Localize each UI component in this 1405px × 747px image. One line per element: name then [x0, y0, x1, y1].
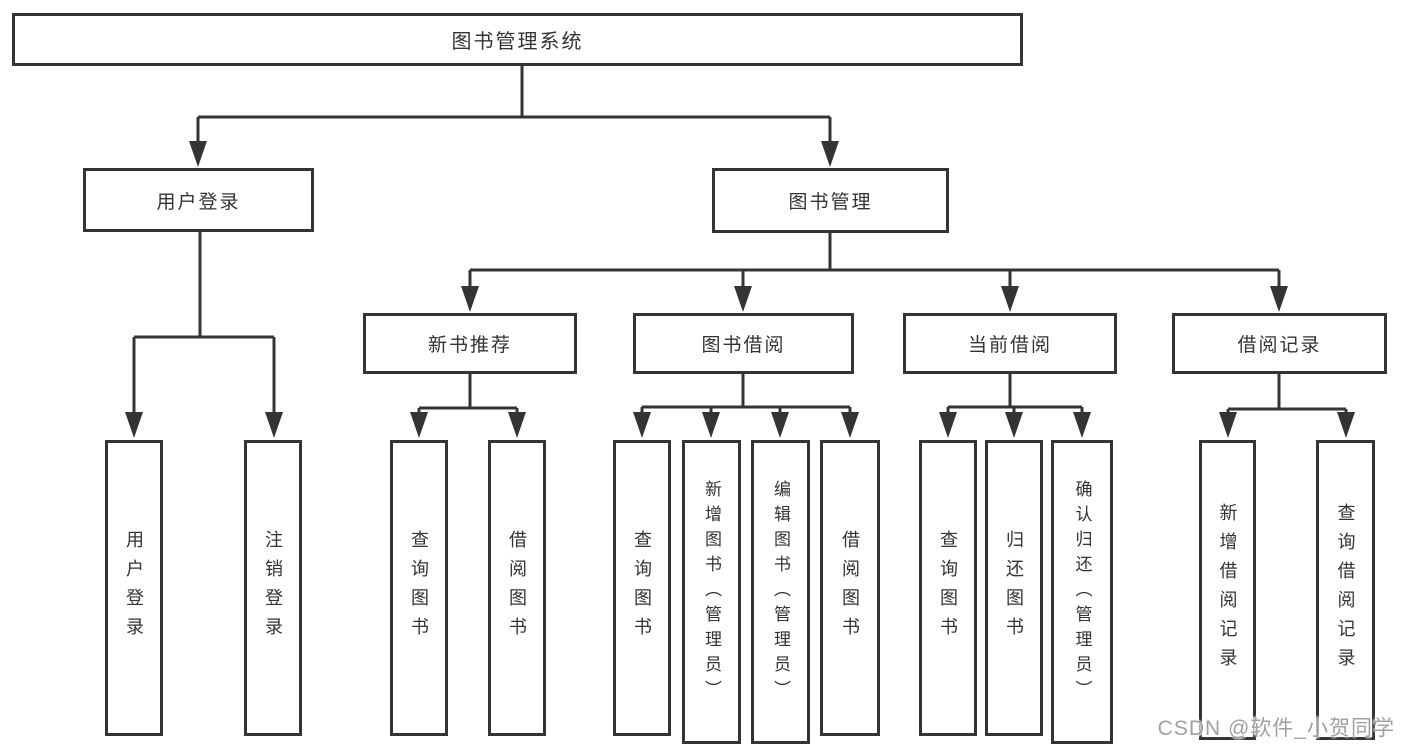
arrow-down-icon	[939, 412, 957, 438]
node-new-book-recommend: 新书推荐	[363, 313, 577, 374]
arrow-down-icon	[265, 412, 283, 438]
arrow-down-icon	[125, 412, 143, 438]
leaf-borrow-books: 借阅图书	[820, 440, 880, 736]
arrow-down-icon	[1005, 412, 1023, 438]
arrow-down-icon	[1001, 286, 1019, 312]
arrow-down-icon	[771, 412, 789, 438]
leaf-borrow-books-recommend: 借阅图书	[488, 440, 546, 736]
leaf-confirm-return-admin: 确认归还（管理员）	[1051, 440, 1113, 744]
connector-new-book-recommend	[417, 374, 519, 413]
connector-book-management	[468, 233, 1281, 287]
connector-borrowing-records	[1226, 374, 1348, 413]
arrow-down-icon	[841, 412, 859, 438]
leaf-query-books-current: 查询图书	[919, 440, 977, 736]
node-book-management: 图书管理	[712, 168, 949, 233]
node-borrowing-records: 借阅记录	[1172, 313, 1387, 374]
arrow-down-icon	[734, 286, 752, 312]
leaf-user-login: 用户登录	[105, 440, 163, 736]
arrow-down-icon	[189, 141, 207, 167]
node-user-login-branch: 用户登录	[83, 168, 314, 232]
arrow-down-icon	[461, 286, 479, 312]
leaf-return-books: 归还图书	[985, 440, 1043, 736]
leaf-logout: 注销登录	[244, 440, 302, 736]
arrow-down-icon	[821, 141, 839, 167]
leaf-query-borrow-record: 查询借阅记录	[1316, 440, 1375, 740]
connector-current-borrowing	[946, 374, 1084, 413]
connector-user-login	[132, 232, 276, 412]
arrow-down-icon	[702, 412, 720, 438]
node-root: 图书管理系统	[12, 13, 1023, 66]
leaf-add-borrow-record: 新增借阅记录	[1199, 440, 1256, 740]
connector-book-borrowing	[640, 374, 852, 413]
arrow-down-icon	[1073, 412, 1091, 438]
leaf-query-books-borrowing: 查询图书	[613, 440, 671, 736]
arrow-down-icon	[410, 412, 428, 438]
leaf-add-books-admin: 新增图书（管理员）	[682, 440, 741, 744]
arrow-down-icon	[1337, 412, 1355, 438]
leaf-query-books-recommend: 查询图书	[390, 440, 448, 736]
arrow-down-icon	[1270, 286, 1288, 312]
leaf-edit-books-admin: 编辑图书（管理员）	[751, 440, 810, 744]
arrow-down-icon	[508, 412, 526, 438]
arrow-down-icon	[1219, 412, 1237, 438]
node-book-borrowing: 图书借阅	[633, 313, 854, 374]
arrow-down-icon	[633, 412, 651, 438]
watermark: CSDN @软件_小贺同学	[1157, 717, 1395, 740]
connector-root	[196, 66, 832, 142]
node-current-borrowing: 当前借阅	[903, 313, 1117, 374]
